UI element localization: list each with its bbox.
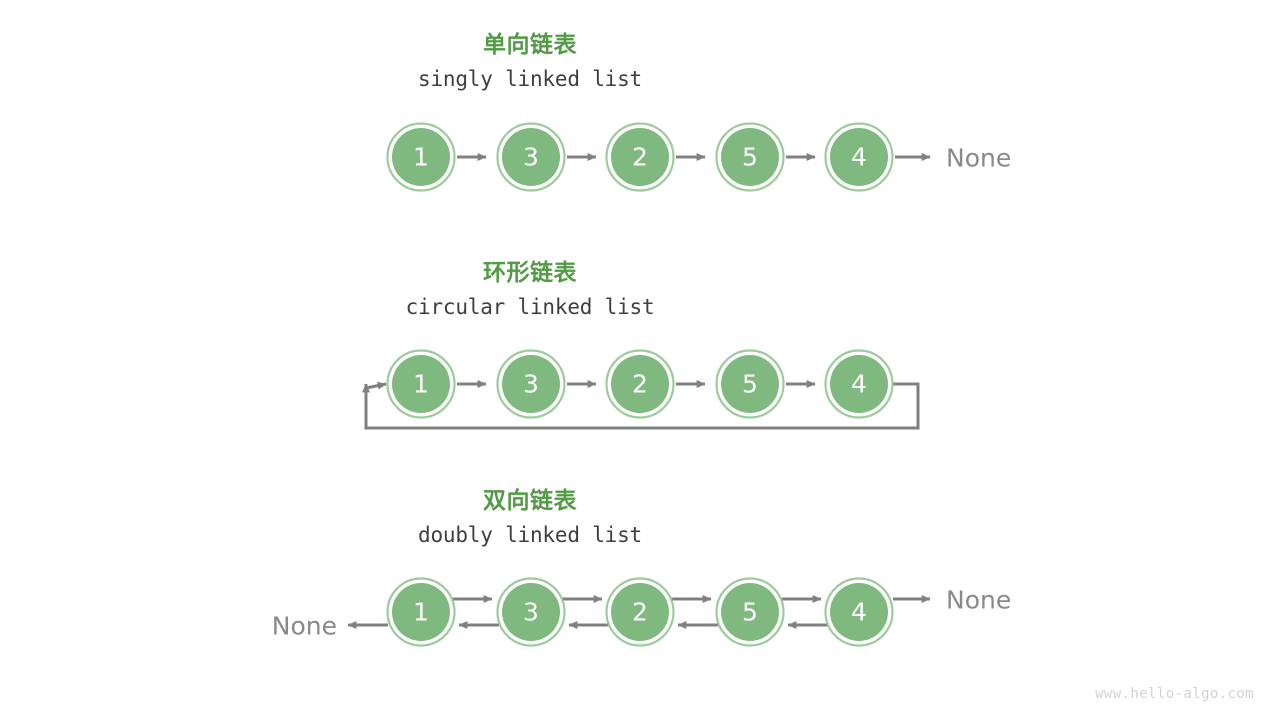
node-value: 4 — [851, 143, 867, 172]
singly-node-1: 1 — [386, 122, 456, 192]
circular-linked-list-diagram: 1 3 2 5 4 — [362, 349, 920, 430]
singly-node-2: 3 — [496, 122, 566, 192]
doubly-heading-en: doubly linked list — [418, 523, 642, 547]
circular-loopback-head — [365, 381, 387, 390]
node-value: 3 — [523, 370, 539, 399]
doubly-node-4: 5 — [715, 577, 785, 647]
singly-tail-none-label: None — [946, 144, 1011, 173]
circular-heading-cn: 环形链表 — [483, 260, 577, 286]
node-value: 1 — [413, 598, 429, 627]
singly-heading-cn: 单向链表 — [483, 32, 577, 58]
doubly-node-5: 4 — [824, 577, 894, 647]
circular-heading-block: 环形链表 circular linked list — [0, 262, 1060, 318]
circular-node-4: 5 — [715, 349, 785, 419]
section-circular-linked-list: 环形链表 circular linked list — [0, 262, 1280, 318]
singly-linked-list-diagram: 1 3 2 5 4 None — [386, 122, 1011, 192]
doubly-node-1: 1 — [386, 577, 456, 647]
circular-node-5: 4 — [824, 349, 894, 419]
node-value: 2 — [632, 598, 648, 627]
singly-node-5: 4 — [824, 122, 894, 192]
doubly-node-3: 2 — [605, 577, 675, 647]
doubly-node-2: 3 — [496, 577, 566, 647]
doubly-tail-none-label: None — [946, 586, 1011, 615]
section-singly-linked-list: 单向链表 singly linked list — [0, 34, 1280, 90]
node-value: 4 — [851, 598, 867, 627]
circular-heading-en: circular linked list — [405, 295, 655, 319]
node-value: 5 — [742, 370, 758, 399]
site-watermark: www.hello-algo.com — [1095, 686, 1254, 702]
node-value: 5 — [742, 143, 758, 172]
singly-heading-en: singly linked list — [418, 67, 642, 91]
singly-heading-block: 单向链表 singly linked list — [0, 34, 1060, 90]
node-value: 3 — [523, 598, 539, 627]
circular-node-1: 1 — [386, 349, 456, 419]
node-value: 1 — [413, 143, 429, 172]
circular-loopback-path — [362, 382, 920, 430]
singly-node-4: 5 — [715, 122, 785, 192]
circular-node-2: 3 — [496, 349, 566, 419]
node-value: 5 — [742, 598, 758, 627]
node-value: 2 — [632, 370, 648, 399]
doubly-linked-list-diagram: 1 3 2 5 4 None None — [272, 577, 1011, 647]
node-value: 4 — [851, 370, 867, 399]
doubly-heading-block: 双向链表 doubly linked list — [0, 490, 1060, 546]
doubly-head-none-label: None — [272, 612, 337, 641]
doubly-heading-cn: 双向链表 — [483, 488, 577, 514]
node-value: 3 — [523, 143, 539, 172]
node-value: 1 — [413, 370, 429, 399]
singly-node-3: 2 — [605, 122, 675, 192]
section-doubly-linked-list: 双向链表 doubly linked list — [0, 490, 1280, 546]
circular-node-3: 2 — [605, 349, 675, 419]
node-value: 2 — [632, 143, 648, 172]
